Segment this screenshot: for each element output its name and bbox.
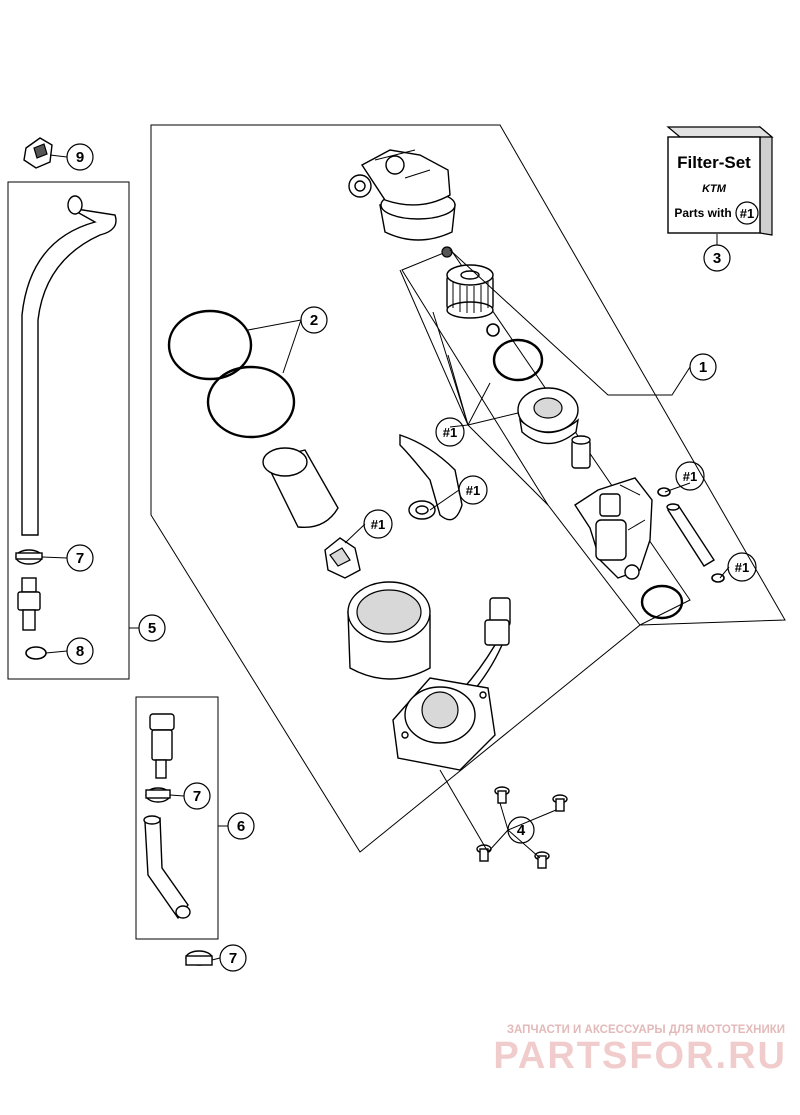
bolt-2-part <box>552 794 568 812</box>
callout-8: 8 <box>66 637 94 665</box>
svg-text:7: 7 <box>229 950 237 967</box>
ref-1-c: #1 <box>363 509 393 539</box>
clip-part <box>408 500 436 520</box>
electrical-connector-part <box>461 597 511 696</box>
connector-clamp-part <box>145 787 171 803</box>
hose-clip-top-part <box>23 137 53 169</box>
svg-text:9: 9 <box>76 149 84 166</box>
callout-5: 5 <box>138 614 166 642</box>
pump-motor-part <box>574 477 653 580</box>
filter-set-box: Filter-Set KTM Parts with #1 <box>666 125 774 236</box>
svg-text:3: 3 <box>713 250 721 267</box>
watermark-tagline: ЗАПЧАСТИ И АКСЕССУАРЫ ДЛЯ МОТОТЕХНИКИ <box>507 1024 785 1036</box>
bolt-4-part <box>534 851 550 869</box>
callout-7-lower: 7 <box>219 944 247 972</box>
svg-text:#1: #1 <box>466 483 480 498</box>
small-seal-part <box>441 246 453 258</box>
callout-7-upper: 7 <box>66 544 94 572</box>
leader-lines <box>41 154 730 961</box>
short-tube-part <box>571 435 591 469</box>
filter-cartridge-part <box>446 264 494 319</box>
lower-oring-part <box>640 584 684 620</box>
pump-head-part <box>348 149 456 241</box>
callout-1: 1 <box>689 353 717 381</box>
bolt-1-part <box>494 786 510 804</box>
svg-text:5: 5 <box>148 620 156 637</box>
connector-hose-part <box>143 815 191 920</box>
regulator-cap-part <box>517 387 580 445</box>
svg-text:8: 8 <box>76 643 84 660</box>
medium-oring-part <box>492 338 544 382</box>
svg-text:4: 4 <box>517 822 526 839</box>
pump-housing-part <box>347 581 431 680</box>
callout-2: 2 <box>300 306 328 334</box>
svg-text:2: 2 <box>310 312 318 329</box>
bolt-3-part <box>476 844 492 862</box>
ref-1-e: #1 <box>727 552 757 582</box>
oring-lower-right-part <box>711 573 725 583</box>
long-tube-part <box>666 503 715 567</box>
large-oring-1-part <box>167 309 253 381</box>
svg-text:6: 6 <box>237 818 245 835</box>
connector-assembly-box <box>135 696 219 940</box>
callout-9: 9 <box>66 143 94 171</box>
fitting-oring-part <box>25 646 47 660</box>
svg-text:7: 7 <box>193 788 201 805</box>
callout-7-middle: 7 <box>183 782 211 810</box>
brand-logo: KTM <box>702 183 727 195</box>
filter-set-ref: #1 <box>740 206 754 221</box>
filter-set-title: Filter-Set <box>677 153 751 172</box>
callout-4: 4 <box>507 816 535 844</box>
hose-clamp-part <box>15 549 43 565</box>
oring-upper-right-part <box>657 487 671 497</box>
callout-3: 3 <box>703 244 731 272</box>
retaining-bracket-part <box>324 537 361 579</box>
parts-with-label: Parts with <box>674 206 731 220</box>
svg-text:7: 7 <box>76 550 84 567</box>
svg-text:#1: #1 <box>371 517 385 532</box>
quick-connector-part <box>149 713 175 779</box>
large-oring-2-part <box>206 365 296 439</box>
svg-text:#1: #1 <box>735 560 749 575</box>
watermark-brand: PARTSFOR.RU <box>493 1035 787 1077</box>
svg-text:#1: #1 <box>683 469 697 484</box>
bottom-clamp-part <box>185 950 213 966</box>
filter-sleeve-part <box>262 447 339 529</box>
fuel-hose-part <box>21 195 117 536</box>
small-oring-part <box>486 323 500 337</box>
svg-text:#1: #1 <box>443 425 457 440</box>
ref-1-a: #1 <box>435 417 465 447</box>
ref-1-b: #1 <box>458 475 488 505</box>
callout-6: 6 <box>227 812 255 840</box>
hose-assembly-box <box>7 181 130 680</box>
hose-fitting-part <box>17 577 41 631</box>
svg-text:1: 1 <box>699 359 707 376</box>
flange-plate-part <box>392 677 496 771</box>
ref-1-d: #1 <box>675 461 705 491</box>
